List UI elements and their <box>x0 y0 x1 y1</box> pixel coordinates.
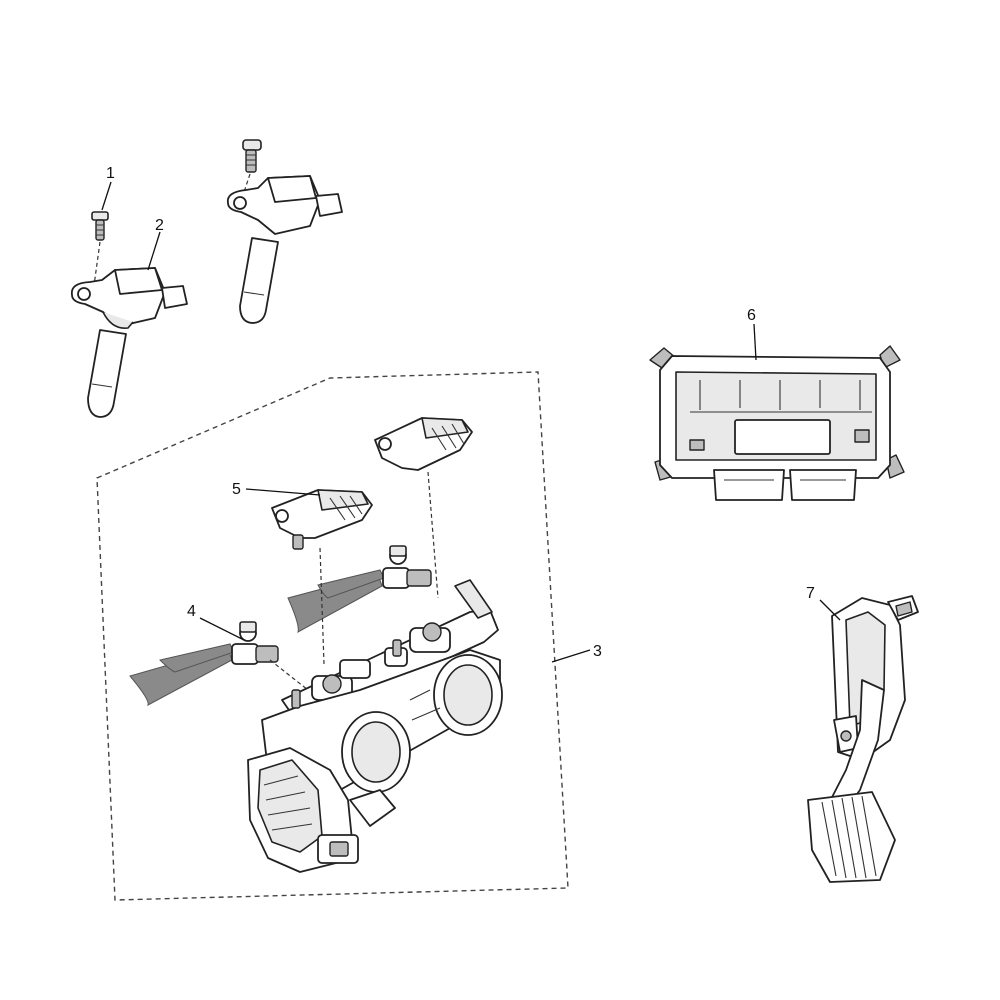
leader-line-1 <box>101 181 112 211</box>
leader-line-7 <box>819 599 841 621</box>
callout-2: 2 <box>155 217 164 234</box>
ignition-coil-icon-secondary <box>226 175 343 324</box>
callout-4: 4 <box>187 603 196 620</box>
callout-1: 1 <box>106 165 115 182</box>
callout-3: 3 <box>593 643 602 660</box>
leader-line-6 <box>753 323 757 361</box>
bolt-icon <box>91 211 109 301</box>
callout-5: 5 <box>232 481 241 498</box>
map-sensor-icon-secondary <box>374 417 473 599</box>
callout-6: 6 <box>747 307 756 324</box>
leader-line-2 <box>147 231 161 271</box>
leader-line-5 <box>245 488 321 496</box>
throttle-body-assembly-icon <box>247 579 503 873</box>
assembly-boundary-3 <box>96 371 569 901</box>
callout-7: 7 <box>806 585 815 602</box>
accelerator-pedal-icon <box>807 595 919 883</box>
bolt-icon-secondary <box>241 139 262 199</box>
map-sensor-icon <box>271 489 373 550</box>
ecu-module-icon <box>649 345 905 501</box>
fuel-injector-icon <box>129 621 309 707</box>
fuel-injector-icon-secondary <box>287 545 432 665</box>
leader-line-3 <box>551 649 591 663</box>
leader-line-4 <box>199 617 245 641</box>
ignition-coil-icon <box>70 267 188 418</box>
